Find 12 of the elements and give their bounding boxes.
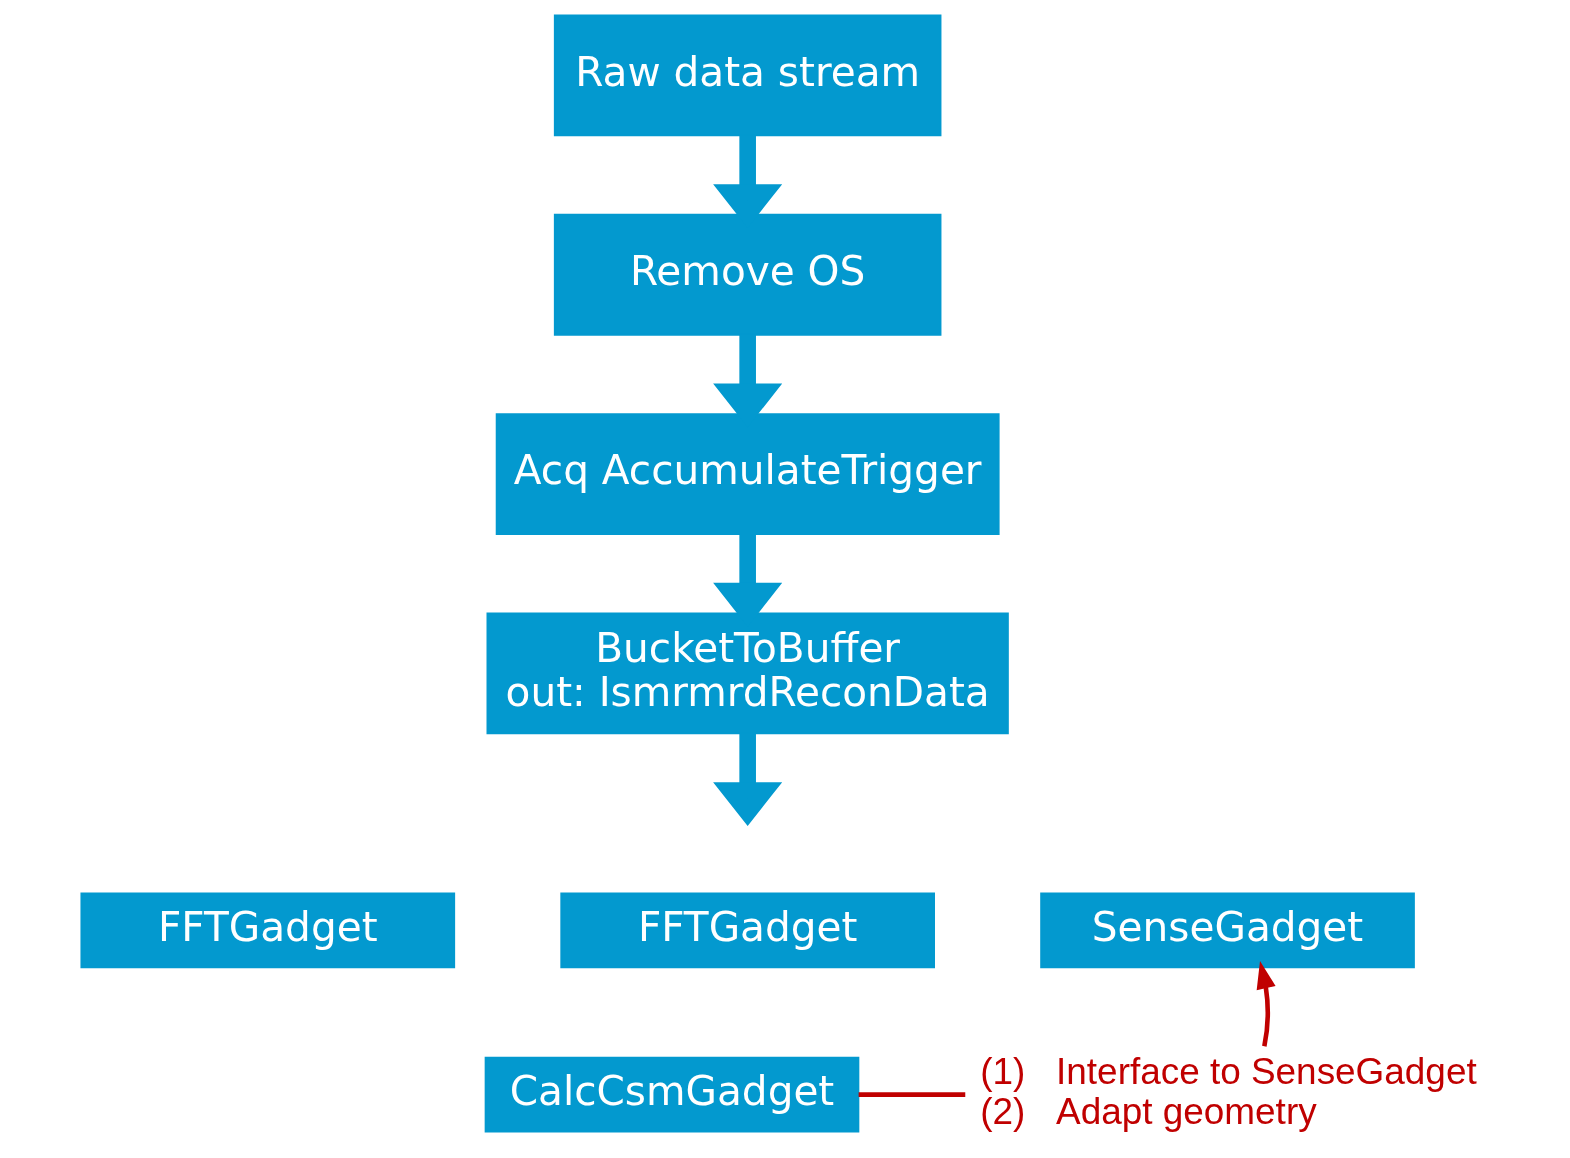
connector bbox=[858, 1092, 965, 1097]
node-box: SenseGadget bbox=[1039, 892, 1415, 969]
node-box: Raw data stream bbox=[553, 14, 941, 137]
arrow bbox=[712, 733, 782, 826]
node-box: BucketToBuffer out: IsmrmrdReconData bbox=[486, 612, 1009, 735]
node-box: FFTGadget bbox=[559, 892, 935, 969]
node-box: CalcCsmGadget bbox=[484, 1056, 859, 1133]
node-box: FFTGadget bbox=[79, 892, 455, 969]
node-box: Acq AccumulateTrigger bbox=[495, 413, 1000, 535]
node-box: Remove OS bbox=[553, 213, 941, 336]
node-text: (1) Interface to SenseGadget (2) Adapt geometry bbox=[979, 1050, 1477, 1133]
arrow bbox=[1256, 961, 1276, 1047]
